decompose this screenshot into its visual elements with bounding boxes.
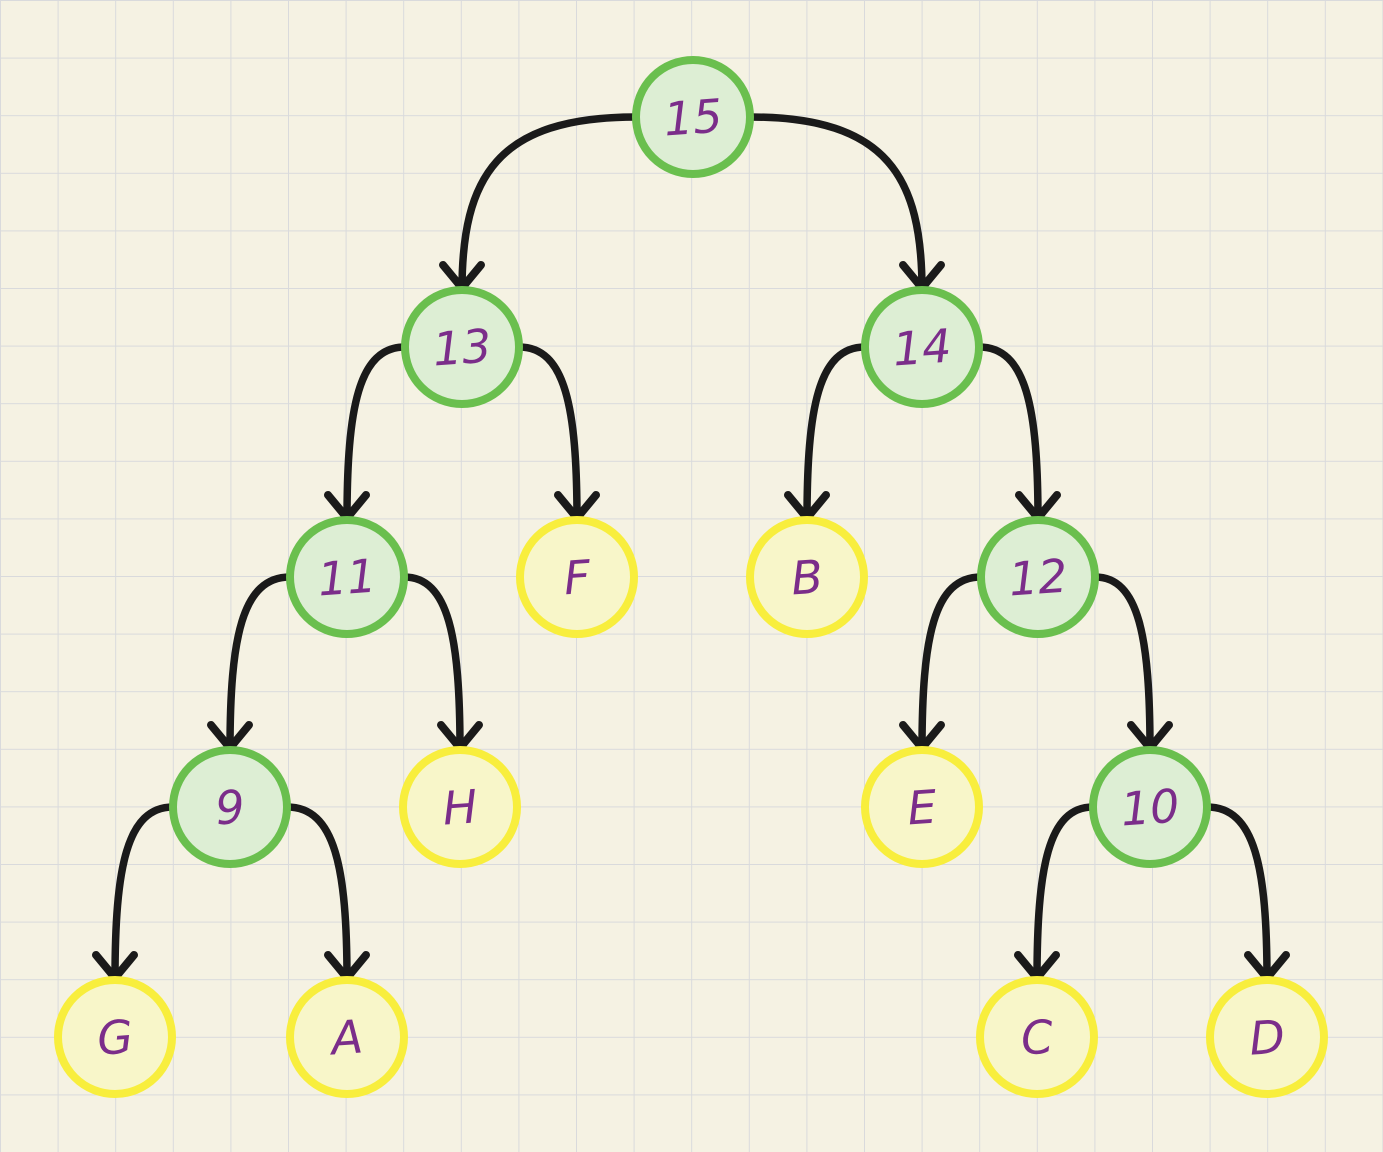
internal-node-circle [401, 286, 523, 408]
tree-edges [92, 113, 1290, 984]
tree-node-C[interactable]: C [976, 976, 1098, 1098]
tree-node-9[interactable]: 9 [169, 746, 291, 868]
edge-line [343, 343, 409, 524]
internal-node-circle [977, 516, 1099, 638]
internal-node-circle [632, 56, 754, 178]
tree-node-G[interactable]: G [54, 976, 176, 1098]
internal-node-circle [861, 286, 983, 408]
tree-node-A[interactable]: A [286, 976, 408, 1098]
edge-line [400, 573, 464, 754]
node-label: 14 [891, 319, 953, 377]
leaf-node-circle [54, 976, 176, 1098]
edge-line [111, 803, 177, 984]
node-label: 15 [662, 89, 724, 147]
tree-node-D[interactable]: D [1206, 976, 1328, 1098]
edge-line [803, 343, 869, 524]
node-label: 9 [214, 780, 247, 836]
edge-line [226, 573, 294, 754]
tree-node-11[interactable]: 11 [286, 516, 408, 638]
edge-line [1091, 573, 1154, 754]
tree-node-E[interactable]: E [861, 746, 983, 868]
tree-node-14[interactable]: 14 [861, 286, 983, 408]
edge-line [283, 803, 351, 984]
edge-line [1203, 803, 1271, 984]
tree-node-15[interactable]: 15 [632, 56, 754, 178]
node-label: 13 [431, 319, 493, 377]
tree-node-F[interactable]: F [516, 516, 638, 638]
tree-node-10[interactable]: 10 [1089, 746, 1211, 868]
edge-line [515, 343, 581, 524]
node-label: C [1019, 1009, 1055, 1065]
node-label: 10 [1119, 779, 1181, 837]
leaf-node-circle [1206, 976, 1328, 1098]
tree-node-H[interactable]: H [399, 746, 521, 868]
node-label: A [326, 1009, 364, 1065]
node-label: 12 [1007, 549, 1069, 607]
node-label: G [95, 1009, 134, 1065]
tree-node-13[interactable]: 13 [401, 286, 523, 408]
leaf-node-circle [746, 516, 868, 638]
tree-nodes: 15 13 14 11 F B 12 9 H E 10G A C D [54, 56, 1328, 1098]
edge-line [746, 113, 926, 294]
leaf-node-circle [399, 746, 521, 868]
internal-node-circle [1089, 746, 1211, 868]
node-label: F [562, 550, 593, 606]
node-label: 11 [316, 549, 378, 607]
leaf-node-circle [976, 976, 1098, 1098]
node-label: B [789, 549, 824, 605]
node-label: E [906, 780, 939, 836]
node-label: D [1247, 1009, 1286, 1065]
tree-node-12[interactable]: 12 [977, 516, 1099, 638]
leaf-node-circle [861, 746, 983, 868]
edge-line [458, 113, 640, 294]
edge-line [1033, 803, 1097, 984]
node-label: H [441, 779, 479, 835]
leaf-node-circle [516, 516, 638, 638]
tree-node-B[interactable]: B [746, 516, 868, 638]
edge-line [918, 573, 985, 754]
internal-node-circle [286, 516, 408, 638]
internal-node-circle [169, 746, 291, 868]
leaf-node-circle [286, 976, 408, 1098]
edge-line [975, 343, 1042, 524]
